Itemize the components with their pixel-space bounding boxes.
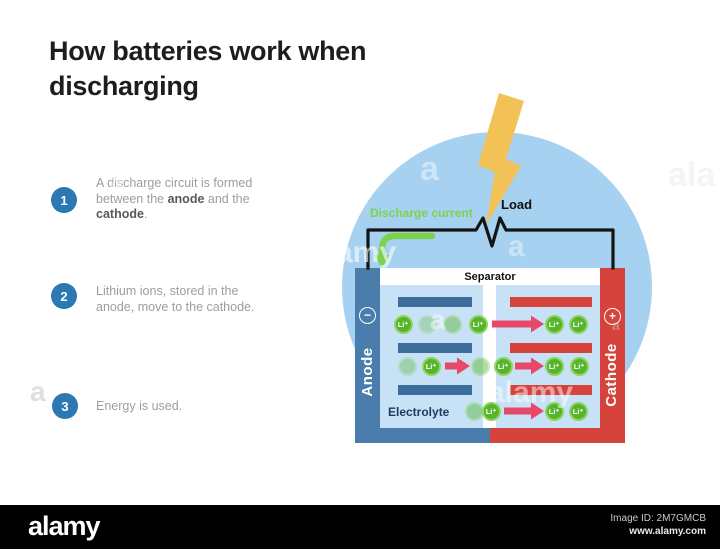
lithium-ion: Li⁺ xyxy=(568,314,588,334)
plus-sign: + xyxy=(608,309,616,323)
cathode-collector-bottom xyxy=(490,428,625,443)
anode-layer xyxy=(398,297,472,307)
step-3-text: Energy is used. xyxy=(96,399,183,413)
cathode-layer xyxy=(510,343,592,353)
anode-collector xyxy=(355,268,380,443)
alamy-watermark: ala xyxy=(668,156,716,194)
cathode-label: Cathode xyxy=(603,343,620,407)
alamy-footer-bar: alamy Image ID: 2M7GMCB www.alamy.com xyxy=(0,505,720,549)
anode-layer xyxy=(398,385,472,395)
minus-sign: − xyxy=(363,308,371,322)
lithium-ion: Li⁺ xyxy=(544,314,564,334)
step-1-badge: 1 xyxy=(51,187,77,213)
lithium-ion: Li⁺ xyxy=(393,314,413,334)
lithium-ion: Li⁺ xyxy=(493,356,513,376)
lithium-ion-ghost xyxy=(464,401,484,421)
separator-bar: Separator xyxy=(380,268,600,285)
page-title: How batteries work when discharging xyxy=(49,36,367,101)
lithium-ion: Li⁺ xyxy=(481,401,501,421)
step-2-badge: 2 xyxy=(51,283,77,309)
lithium-ion: Li⁺ xyxy=(544,401,564,421)
alamy-watermark: a xyxy=(30,376,46,407)
lithium-ion: Li⁺ xyxy=(568,401,588,421)
anode-layer xyxy=(398,343,472,353)
cathode-collector xyxy=(600,268,625,443)
step-2-number: 2 xyxy=(60,288,68,304)
footer-meta: Image ID: 2M7GMCB www.alamy.com xyxy=(610,512,706,538)
lithium-ion: Li⁺ xyxy=(421,356,441,376)
alamy-url: www.alamy.com xyxy=(629,526,706,537)
cathode-layer xyxy=(510,297,592,307)
step-2-text: Lithium ions, stored in the anode, move … xyxy=(96,284,255,314)
anode-label: Anode xyxy=(359,347,376,397)
step-3-badge: 3 xyxy=(52,393,78,419)
step-3-number: 3 xyxy=(61,398,69,414)
anode-collector-bottom xyxy=(355,428,490,443)
electrolyte-label: Electrolyte xyxy=(388,405,450,419)
image-id: Image ID: 2M7GMCB xyxy=(610,513,706,524)
lithium-ion-ghost xyxy=(442,314,462,334)
load-label: Load xyxy=(501,197,533,212)
lithium-ion: Li⁺ xyxy=(544,356,564,376)
lithium-ion-ghost xyxy=(417,314,437,334)
minus-terminal-icon: − xyxy=(359,307,376,324)
lithium-ion-ghost xyxy=(470,356,490,376)
lithium-ion: Li⁺ xyxy=(569,356,589,376)
lithium-ion: Li⁺ xyxy=(468,314,488,334)
step-1-text: A discharge circuit is formed between th… xyxy=(96,176,253,221)
alamy-logo: alamy xyxy=(28,511,101,541)
discharge-current-label: Discharge current xyxy=(370,206,473,220)
plus-terminal-icon: + xyxy=(604,308,621,325)
lithium-ion-ghost xyxy=(397,356,417,376)
step-1-number: 1 xyxy=(60,192,68,208)
cathode-layer xyxy=(510,385,592,395)
separator-label: Separator xyxy=(464,270,516,283)
